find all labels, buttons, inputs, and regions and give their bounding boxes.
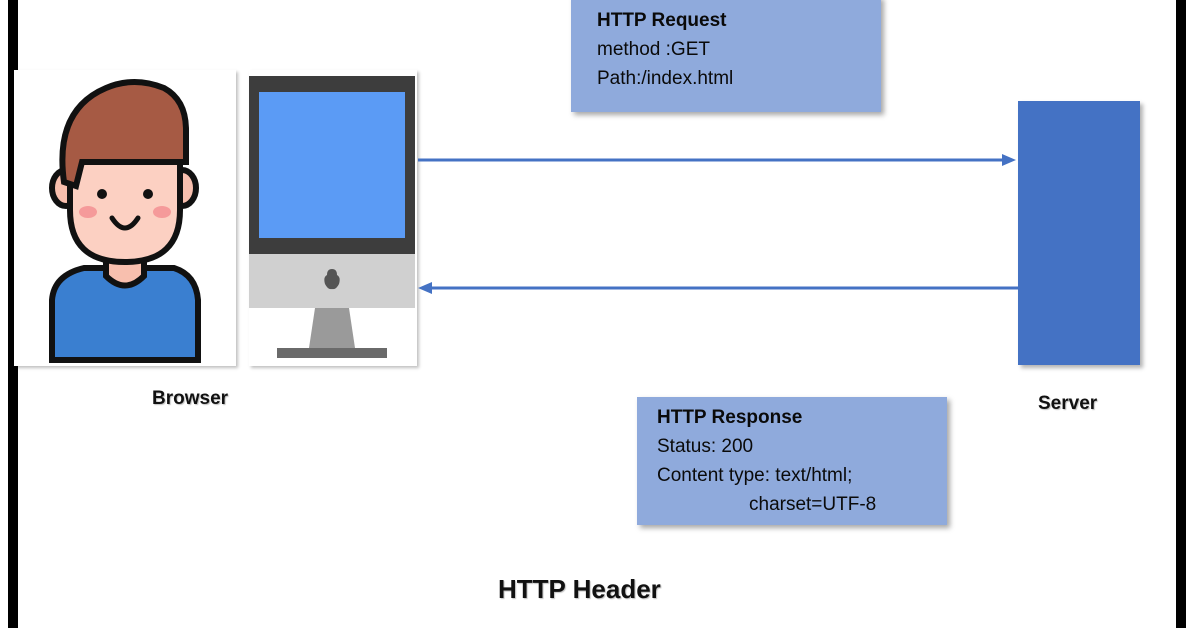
request-arrow-head xyxy=(1002,154,1016,166)
response-arrow-head xyxy=(418,282,432,294)
http-request-box: HTTP Request method :GET Path:/index.htm… xyxy=(571,0,881,112)
frame-right-border xyxy=(1176,0,1186,628)
response-content-type: Content type: text/html; xyxy=(657,465,853,486)
monitor-icon xyxy=(249,76,415,358)
computer-card xyxy=(249,70,417,366)
server-box xyxy=(1018,101,1140,365)
diagram-title: HTTP Header xyxy=(498,574,661,604)
request-method: method :GET xyxy=(597,39,710,60)
request-title: HTTP Request xyxy=(597,10,727,31)
server-label: Server xyxy=(1038,393,1098,414)
user-avatar-icon xyxy=(49,79,201,363)
response-status: Status: 200 xyxy=(657,436,754,457)
response-title: HTTP Response xyxy=(657,407,803,428)
request-path: Path:/index.html xyxy=(597,68,734,89)
frame-left-border xyxy=(8,0,18,628)
response-charset: charset=UTF-8 xyxy=(749,494,877,515)
browser-label: Browser xyxy=(152,388,229,409)
http-response-box: HTTP Response Status: 200 Content type: … xyxy=(637,397,947,525)
user-avatar-card xyxy=(14,70,236,366)
